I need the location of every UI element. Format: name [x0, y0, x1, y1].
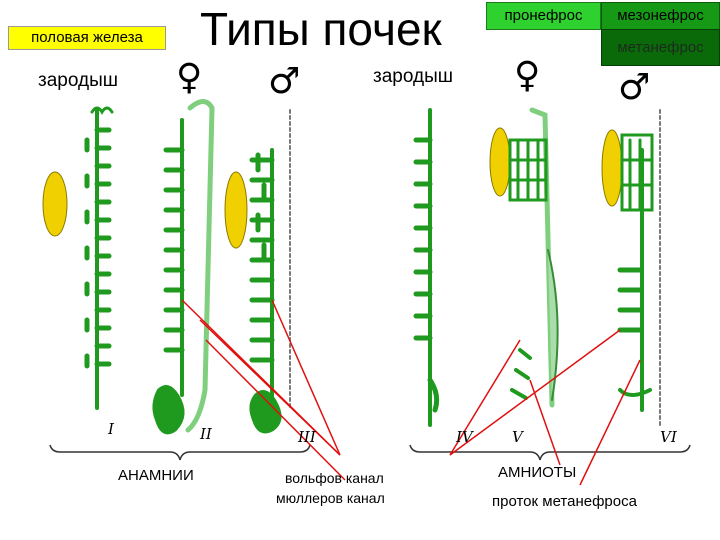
figure-3-male [249, 109, 291, 434]
caption-anamnia: АНАМНИИ [118, 467, 194, 484]
caption-mullerian-duct: мюллеров канал [276, 490, 385, 506]
figure-1-embryo [84, 106, 114, 410]
figure-number-4: IV [456, 428, 473, 446]
gonad-male-left [224, 171, 248, 249]
gonad-female-right [489, 127, 511, 197]
figure-number-6: VI [660, 428, 677, 446]
figure-number-3: III [298, 428, 316, 446]
figure-4-embryo [413, 108, 440, 427]
male-symbol-left: ♂ [268, 61, 301, 102]
embryo-label-right: зародыш [373, 66, 453, 87]
legend-mesonephros: мезонефрос [601, 2, 720, 30]
female-symbol-left: ♀ [176, 57, 203, 98]
male-symbol-right: ♂ [618, 67, 651, 108]
pointer-lines [181, 299, 641, 486]
bracket-anamnia [49, 444, 311, 461]
figure-5-female [508, 107, 559, 408]
female-symbol-right: ♀ [514, 55, 541, 96]
gonad-male-right [601, 129, 623, 207]
legend-pronephros: пронефрос [486, 2, 601, 30]
caption-wolffian-duct: вольфов канал [285, 470, 384, 486]
embryo-label-left: зародыш [38, 70, 118, 91]
figure-number-1: I [108, 420, 114, 438]
figure-6-male [617, 109, 661, 426]
figure-number-2: II [200, 425, 212, 443]
page-title: Типы почек [200, 3, 442, 55]
caption-metanephric-duct: проток метанефроса [492, 493, 637, 510]
legend-gonad: половая железа [8, 26, 166, 50]
gonad-embryo-left [42, 171, 68, 237]
bracket-amniota [409, 444, 691, 461]
figure-2-female [152, 99, 215, 435]
figure-number-5: V [512, 428, 523, 446]
caption-amniota: АМНИОТЫ [498, 464, 577, 481]
